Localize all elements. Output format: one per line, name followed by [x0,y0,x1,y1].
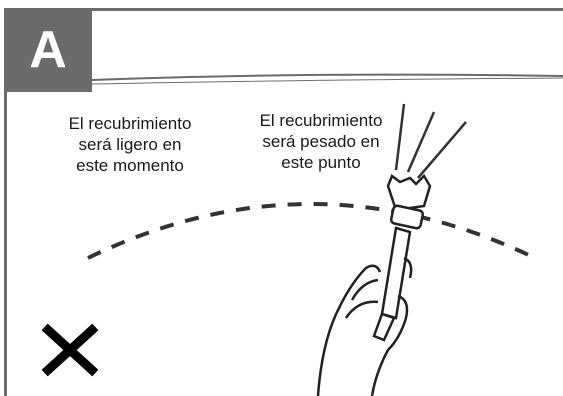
cross-mark-icon [41,323,99,377]
panel-label-badge: A [4,8,92,92]
caption-light-coating: El recubrimiento será ligero en este mom… [68,114,192,175]
caption-heavy-coating: El recubrimiento será pesado en este pun… [259,111,383,172]
spray-path-arc [87,202,536,260]
hand-icon [316,256,413,396]
spray-gun-icon [372,173,432,342]
frame-left-border [4,8,7,396]
header-underline [91,73,563,81]
frame-top-border [4,8,563,11]
spray-lines [394,103,467,179]
